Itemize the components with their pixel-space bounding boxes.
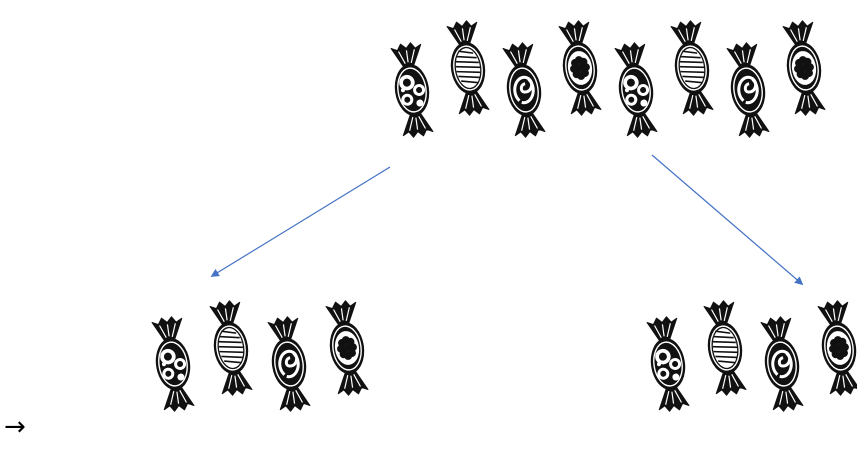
- candy-swirl-icon: [759, 315, 806, 413]
- candy-circles-icon: [389, 41, 436, 139]
- candy-stripes-icon: [702, 299, 749, 397]
- candy-swirl-icon: [725, 41, 772, 139]
- right-arrow-icon: →: [4, 414, 26, 440]
- candy-stripes-icon: [669, 19, 716, 117]
- candy-flower-icon: [324, 299, 371, 397]
- candy-stripes-icon: [208, 299, 255, 397]
- split-arrow-right: [652, 155, 802, 284]
- split-arrows: [212, 155, 802, 284]
- candy-circles-icon: [150, 315, 197, 413]
- candy-stripes-icon: [445, 19, 492, 117]
- candy-circles-icon: [613, 41, 660, 139]
- candy-swirl-icon: [501, 41, 548, 139]
- candy-flower-icon: [557, 19, 604, 117]
- split-arrow-left: [212, 167, 390, 276]
- candy-swirl-icon: [266, 315, 313, 413]
- top-candy-group: [389, 19, 828, 139]
- right-candy-group: [645, 299, 857, 413]
- candy-flower-icon: [781, 19, 828, 117]
- left-candy-group: [150, 299, 371, 413]
- candy-flower-icon: [816, 299, 857, 397]
- candy-circles-icon: [645, 315, 692, 413]
